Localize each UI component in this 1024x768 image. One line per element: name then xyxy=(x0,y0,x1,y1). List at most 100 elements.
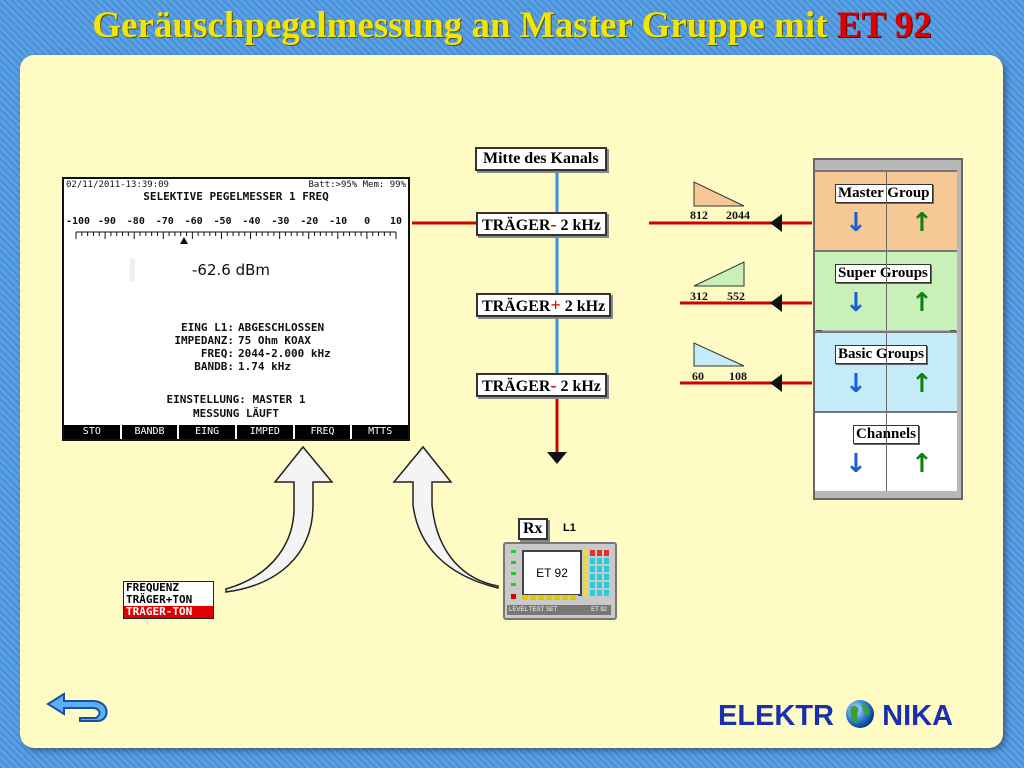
carrier-label-1: TRÄGER+ 2 kHz xyxy=(476,293,612,317)
et92-device[interactable]: ET 92 LEVEL TEST SET ET 92 xyxy=(503,542,617,620)
group-divider xyxy=(886,252,887,330)
scale-ruler xyxy=(75,231,397,244)
keypad-key[interactable] xyxy=(597,566,602,572)
info-value-1: 75 Ohm KOAX xyxy=(238,334,311,347)
rx-arrow-head xyxy=(547,452,567,464)
fkey-mtts[interactable]: MTTS xyxy=(368,426,393,437)
keypad-key[interactable] xyxy=(604,582,609,588)
scale-label: -30 xyxy=(271,216,290,227)
group-label-basic: Basic Groups xyxy=(835,345,927,364)
keypad-key[interactable] xyxy=(597,558,602,564)
keypad-key[interactable] xyxy=(590,574,595,580)
device-keypad xyxy=(583,550,611,600)
keypad-key[interactable] xyxy=(597,590,602,596)
scale-label: -20 xyxy=(300,216,319,227)
fkey-freq[interactable]: FREQ xyxy=(295,425,353,439)
up-arrow-icon: ↑ xyxy=(911,288,933,318)
fkey-imped[interactable]: IMPED xyxy=(237,425,295,439)
keypad-key[interactable] xyxy=(597,582,602,588)
reading-bar xyxy=(130,259,135,281)
band-triangle-master xyxy=(693,181,745,207)
device-display: ET 92 xyxy=(522,550,582,596)
rx-label: Rx xyxy=(518,518,548,540)
scale-label: -50 xyxy=(213,216,232,227)
keypad-key[interactable] xyxy=(590,558,595,564)
info-value-3: 1.74 kHz xyxy=(238,360,291,373)
selector-option-frequenz[interactable]: FREQUENZ xyxy=(126,581,179,594)
super-arrow-head xyxy=(770,294,782,312)
carrier-label-2: TRÄGER- 2 kHz xyxy=(476,373,607,397)
keypad-key[interactable] xyxy=(604,550,609,556)
group-divider xyxy=(886,333,887,411)
screen-datetime: 02/11/2011-13:39:09 xyxy=(66,180,169,190)
keypad-key[interactable] xyxy=(597,574,602,580)
keypad-key[interactable] xyxy=(604,574,609,580)
function-keys: STO BANDB EING IMPED FREQ MTTS xyxy=(64,425,408,439)
selector-option-traeger-plus-ton[interactable]: TRÄGER+TON xyxy=(126,593,193,606)
carrier-freq-2: 2 kHz xyxy=(560,378,601,395)
band-triangle-super xyxy=(693,261,745,287)
keypad-key[interactable] xyxy=(583,558,588,564)
band-high-0: 2044 xyxy=(726,208,750,222)
keypad-key[interactable] xyxy=(590,550,595,556)
setting-text: EINSTELLUNG: MASTER 1 xyxy=(166,393,306,406)
measuring-text: MESSUNG LÄUFT xyxy=(192,407,280,420)
selector-option-traeger-minus-ton[interactable]: TRÄGER-TON xyxy=(124,606,213,618)
title-main: Geräuschpegelmessung an Master Gruppe mi… xyxy=(92,5,828,46)
carrier-sign-2: - xyxy=(550,375,557,395)
keypad-key[interactable] xyxy=(597,550,602,556)
keypad-key[interactable] xyxy=(604,558,609,564)
fkey-eing[interactable]: EING xyxy=(179,425,238,439)
mode-selector: FREQUENZ TRÄGER+TON TRÄGER-TON xyxy=(123,581,214,619)
carrier-label-0: TRÄGER- 2 kHz xyxy=(476,212,607,236)
meter-screen: 02/11/2011-13:39:09 Batt:>95% Mem: 99% S… xyxy=(62,177,410,441)
keypad-key[interactable] xyxy=(583,590,588,596)
carrier-freq-1: 2 kHz xyxy=(564,298,606,315)
info-label-3: BANDB: xyxy=(194,360,234,373)
group-label-master: Master Group xyxy=(835,184,933,203)
brand-logo: ELEKTR NIKA xyxy=(718,698,953,733)
group-row-channels: Channels ↓ ↑ xyxy=(815,411,957,491)
band-low-2: 60 xyxy=(692,369,704,383)
keypad-key[interactable] xyxy=(604,566,609,572)
info-label-2: FREQ: xyxy=(200,347,234,360)
group-label-super: Super Groups xyxy=(835,264,931,283)
info-label-0: EING L1: xyxy=(181,321,234,334)
keypad-key[interactable] xyxy=(583,582,588,588)
device-footer-left: LEVEL TEST SET xyxy=(509,607,558,613)
keypad-key[interactable] xyxy=(590,590,595,596)
down-arrow-icon: ↓ xyxy=(845,449,867,479)
device-footer-right: ET 92 xyxy=(591,607,607,613)
keypad-key[interactable] xyxy=(590,582,595,588)
keypad-key[interactable] xyxy=(583,574,588,580)
fkey-bandb[interactable]: BANDB xyxy=(122,425,180,439)
scale-label: -100 xyxy=(65,216,91,227)
group-row-basic: Basic Groups ↓ ↑ xyxy=(815,331,957,411)
group-row-super: Super Groups ↓ ↑ xyxy=(815,250,957,330)
group-row-master: Master Group ↓ ↑ xyxy=(815,170,957,250)
scale-label: -70 xyxy=(155,216,174,227)
keypad-key[interactable] xyxy=(583,566,588,572)
down-arrow-icon: ↓ xyxy=(845,369,867,399)
back-arrow-icon[interactable] xyxy=(44,690,110,724)
band-triangle-basic xyxy=(693,342,745,367)
screen-status: Batt:>95% Mem: 99% xyxy=(308,180,406,190)
up-arrow-icon: ↑ xyxy=(911,449,933,479)
keypad-key[interactable] xyxy=(583,550,588,556)
keypad-key[interactable] xyxy=(590,566,595,572)
carrier-freq-0: 2 kHz xyxy=(560,217,601,234)
level-pointer xyxy=(180,237,188,244)
screen-heading: SELEKTIVE PEGELMESSER 1 FREQ xyxy=(143,190,329,203)
band-high-1: 552 xyxy=(727,289,745,303)
carrier-text-2: TRÄGER xyxy=(482,378,551,395)
up-arrow-icon: ↑ xyxy=(911,208,933,238)
carrier-sign-1: + xyxy=(550,295,561,315)
down-arrow-icon: ↓ xyxy=(845,288,867,318)
device-led-strip xyxy=(511,550,516,602)
rx-port-label: L1 xyxy=(563,522,576,534)
fkey-sto[interactable]: STO xyxy=(64,425,122,439)
keypad-key[interactable] xyxy=(604,590,609,596)
logo-left: ELEKTR xyxy=(718,700,834,732)
info-value-0: ABGESCHLOSSEN xyxy=(238,321,325,334)
master-arrow-head xyxy=(770,214,782,232)
